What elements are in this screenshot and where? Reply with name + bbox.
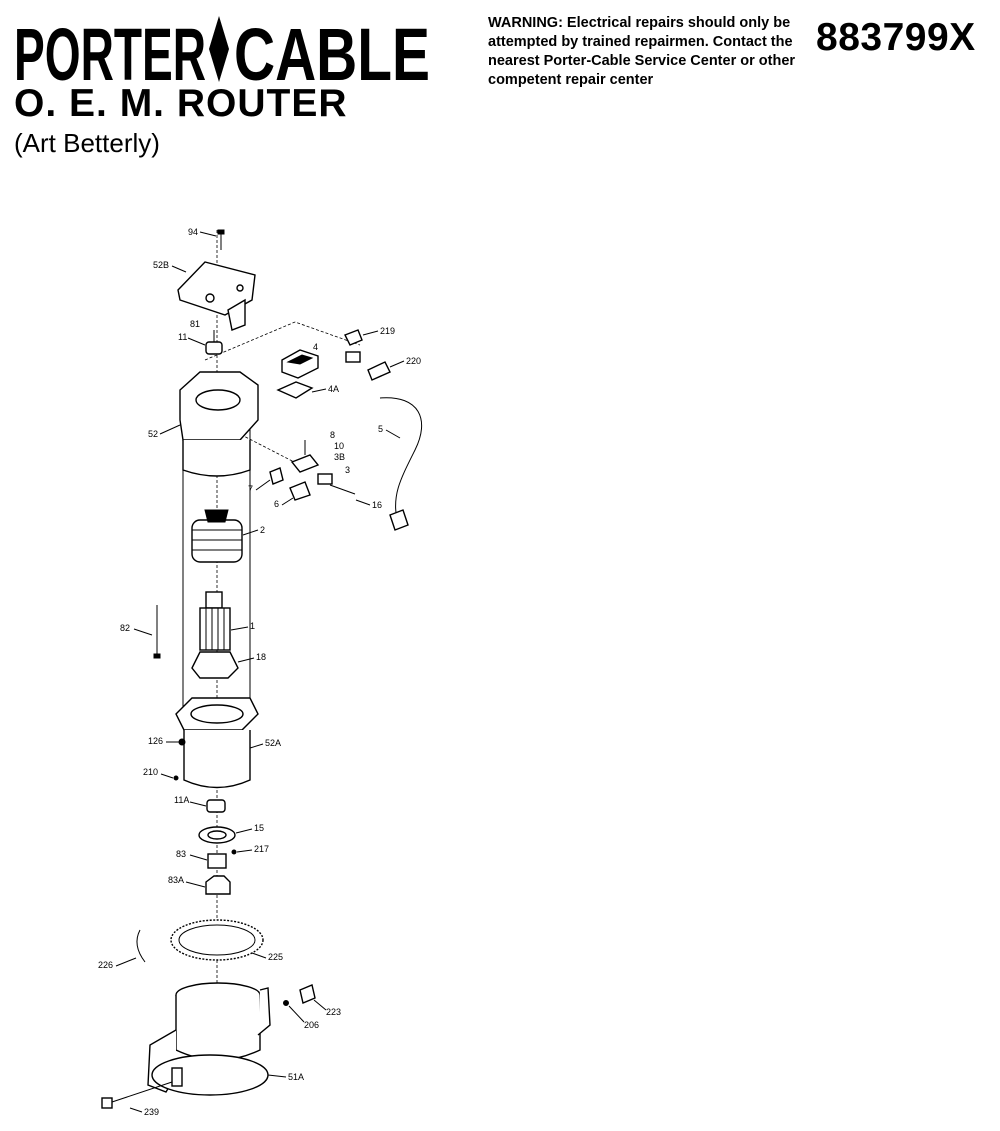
callout-225: 225 [268, 952, 283, 962]
part-collet-83 [207, 853, 227, 869]
part-field-2 [191, 509, 243, 563]
callout-94: 94 [188, 227, 198, 237]
part-ring-225 [170, 919, 264, 961]
part-switch-4 [281, 349, 319, 379]
part-screw-239 [101, 1081, 173, 1109]
callout-5: 5 [378, 424, 383, 434]
page-title: O. E. M. ROUTER [14, 82, 348, 125]
part-base-51a [147, 982, 271, 1096]
part-motor-housing-52 [179, 371, 259, 477]
callout-51a: 51A [288, 1072, 304, 1082]
porter-cable-logo: PORTER CABLE [14, 8, 432, 96]
callout-219: 219 [380, 326, 395, 336]
part-bearing-retainer-15 [198, 826, 237, 855]
callout-52a: 52A [265, 738, 281, 748]
part-screw-223 [283, 984, 316, 1006]
callout-1: 1 [250, 621, 255, 631]
callout-11a: 11A [174, 795, 189, 805]
part-bearing-11 [205, 330, 223, 355]
callout-81: 81 [190, 319, 200, 329]
callout-2: 2 [260, 525, 265, 535]
part-terminal-block [269, 440, 356, 501]
callout-126: 126 [148, 736, 163, 746]
callout-239: 239 [144, 1107, 159, 1117]
part-lower-housing-52a [173, 697, 259, 789]
part-cord-5 [379, 397, 423, 521]
callout-8: 8 [330, 430, 335, 440]
callout-82: 82 [120, 623, 130, 633]
logo-right-text: CABLE [234, 13, 430, 90]
part-cord-clamp-219 [344, 329, 363, 363]
switch-guide-line [204, 321, 361, 361]
callout-4a: 4A [328, 384, 339, 394]
part-collet-nut-83a [205, 875, 231, 895]
warning-text: WARNING: Electrical repairs should only … [488, 15, 796, 88]
callout-10: 10 [334, 441, 344, 451]
callout-11: 11 [178, 332, 187, 342]
callout-3: 3 [345, 465, 350, 475]
callout-226: 226 [98, 960, 113, 970]
callout-15: 15 [254, 823, 264, 833]
part-number: 883799X [816, 16, 976, 59]
callout-6: 6 [274, 499, 279, 509]
callout-7: 7 [248, 484, 253, 494]
callout-3b: 3B [334, 452, 345, 462]
callout-217: 217 [254, 844, 269, 854]
callout-labels: 94 52B 81 11 4 219 220 4A 52 5 8 10 3B 3… [98, 227, 421, 1117]
part-cord-protector-220 [367, 361, 391, 381]
callout-52b: 52B [153, 260, 169, 270]
part-cap-52b [177, 261, 256, 331]
callout-223: 223 [326, 1007, 341, 1017]
part-screw-94 [217, 229, 225, 250]
callout-220: 220 [406, 356, 421, 366]
part-bearing-11a [206, 799, 226, 813]
part-spring-226 [136, 929, 146, 963]
page-subtitle: (Art Betterly) [14, 128, 160, 158]
logo-diamond-icon [209, 16, 229, 82]
callout-18: 18 [256, 652, 266, 662]
logo-left-text: PORTER [14, 13, 206, 90]
part-armature-1 [191, 591, 239, 679]
callout-206: 206 [304, 1020, 319, 1030]
part-plug [389, 509, 409, 531]
part-switch-boot-4a [276, 381, 314, 399]
callout-16: 16 [372, 500, 382, 510]
callout-52: 52 [148, 429, 158, 439]
callout-210: 210 [143, 767, 158, 777]
callout-83: 83 [176, 849, 186, 859]
callout-4: 4 [313, 342, 318, 352]
callout-83a: 83A [168, 875, 184, 885]
part-screw-82 [153, 605, 161, 659]
